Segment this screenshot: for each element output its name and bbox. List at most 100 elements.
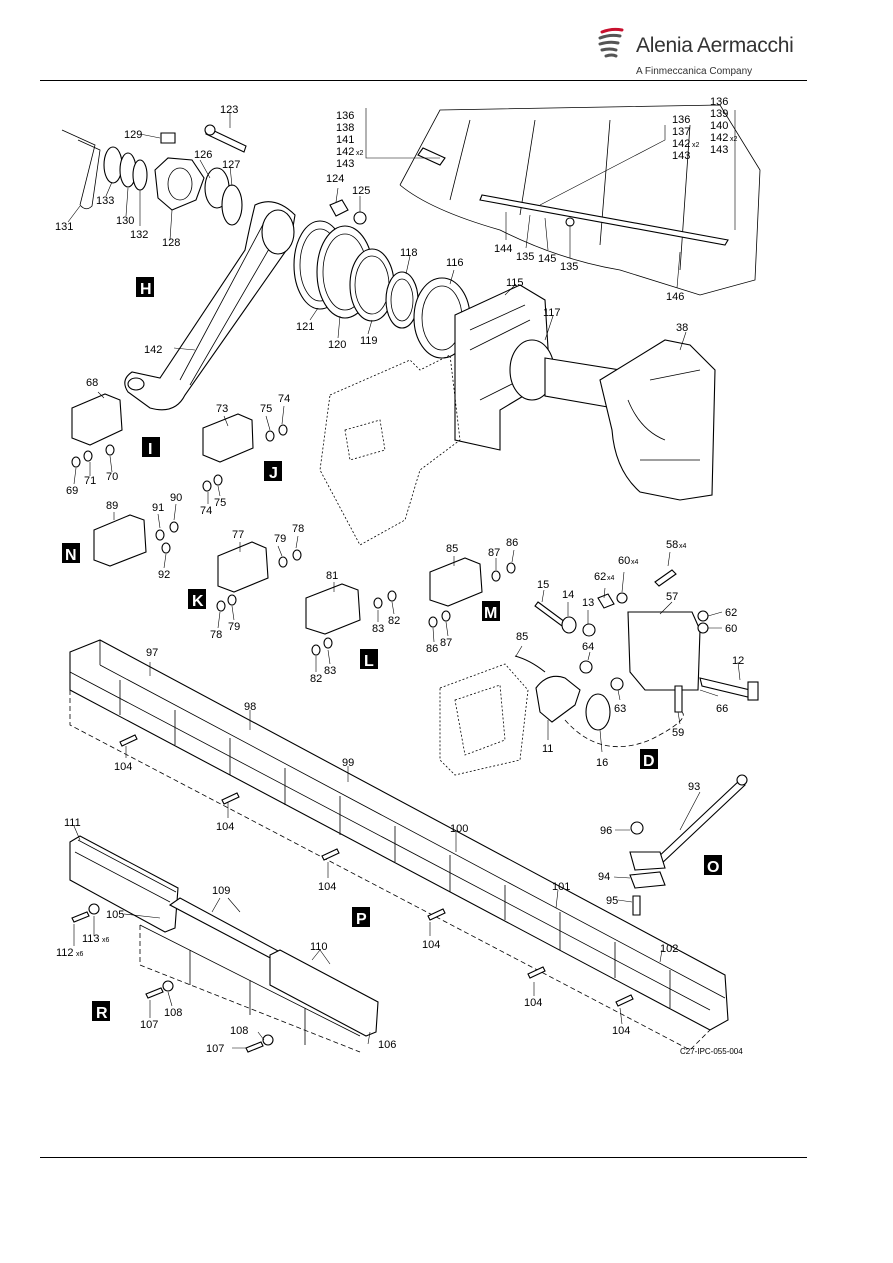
callout-96: 96 (600, 825, 612, 837)
callout-74a: 74 (278, 393, 290, 405)
bolt-15 (534, 601, 566, 627)
svg-text:P: P (356, 911, 367, 928)
rib-outline (439, 663, 529, 776)
callout-127: 127 (222, 159, 240, 171)
footer-rule (40, 1157, 807, 1158)
screw-95 (632, 895, 641, 916)
bracket-bolts (71, 424, 516, 656)
callout-104d: 104 (422, 939, 440, 951)
callout-124: 124 (326, 173, 344, 185)
callout-115: 115 (506, 277, 524, 289)
tag-n: N (62, 543, 80, 564)
detail-d-assembly (439, 569, 759, 776)
callout-60a-qty: x4 (631, 559, 639, 566)
tag-r: R (92, 1001, 110, 1022)
callout-16: 16 (596, 757, 608, 769)
svg-text:L: L (364, 653, 374, 670)
callout-97: 97 (146, 647, 158, 659)
wing-control-run (399, 104, 761, 296)
rod-146 (479, 194, 729, 246)
callout-68: 68 (86, 377, 98, 389)
tag-i: I (142, 437, 160, 458)
strip-109 (168, 897, 281, 963)
callout-112-qty: x6 (76, 951, 84, 958)
callout-11: 11 (542, 743, 553, 755)
callout-123: 123 (220, 104, 238, 116)
bracket-77 (217, 541, 269, 593)
bracket-details (71, 393, 516, 656)
callout-79a: 79 (274, 533, 286, 545)
logo-mark-icon (598, 27, 624, 58)
callout-111: 111 (64, 817, 81, 829)
callout-group2-137: 137 (672, 126, 690, 138)
bracket-81 (305, 583, 361, 635)
callout-38: 38 (676, 322, 688, 334)
callout-118: 118 (400, 247, 418, 259)
nut-124 (329, 199, 349, 217)
callout-73: 73 (216, 403, 228, 415)
callout-12: 12 (732, 655, 744, 667)
bonding-strap-85 (514, 655, 546, 673)
callout-78b: 78 (210, 629, 222, 641)
washer-13 (582, 623, 596, 637)
callout-69: 69 (66, 485, 78, 497)
washer-63 (610, 677, 624, 691)
ring-127 (221, 184, 243, 226)
detail-p-channel (69, 639, 729, 1051)
callout-104b: 104 (216, 821, 234, 833)
bracket-94 (629, 851, 666, 871)
callout-85a: 85 (446, 543, 458, 555)
callout-109: 109 (212, 885, 230, 897)
bracket-68 (71, 393, 123, 446)
callout-14: 14 (562, 589, 574, 601)
callout-121: 121 (296, 321, 314, 333)
tag-j: J (264, 461, 282, 482)
callout-74b: 74 (200, 505, 212, 517)
callout-group2-136: 136 (672, 114, 690, 126)
callout-102: 102 (660, 943, 678, 955)
tag-p: P (352, 907, 370, 928)
callout-15: 15 (537, 579, 549, 591)
channel-ribs (119, 680, 671, 1008)
header-rule (40, 80, 807, 81)
callout-group3-143: 143 (710, 144, 728, 156)
callout-113: 113 (82, 933, 100, 945)
callout-146: 146 (666, 291, 684, 303)
screw-107b (245, 1041, 264, 1053)
screw-58 (654, 569, 677, 587)
svg-text:D: D (643, 753, 655, 770)
svg-text:I: I (148, 441, 152, 458)
callout-120: 120 (328, 339, 346, 351)
callout-119: 119 (360, 335, 378, 347)
svg-text:H: H (140, 281, 152, 298)
callout-90: 90 (170, 492, 182, 504)
callout-85b: 85 (516, 631, 528, 643)
bracket-85 (429, 557, 483, 607)
brand-name: Alenia Aermacchi (636, 34, 794, 57)
callout-71: 71 (84, 475, 96, 487)
tag-d: D (640, 749, 658, 770)
housing-assembly (319, 284, 716, 546)
callout-126: 126 (194, 149, 212, 161)
tag-m: M (482, 601, 500, 622)
callout-89: 89 (106, 500, 118, 512)
callout-117: 117 (543, 307, 561, 319)
callout-107a: 107 (140, 1019, 158, 1031)
callout-104e: 104 (524, 997, 542, 1009)
callout-83b: 83 (324, 665, 336, 677)
callout-108a: 108 (164, 1007, 182, 1019)
callout-70: 70 (106, 471, 118, 483)
callout-81: 81 (326, 570, 338, 582)
callout-62a-qty: x4 (607, 575, 615, 582)
support-bracket-outline (319, 354, 461, 546)
callout-group3-142-qty: x2 (730, 136, 738, 143)
callout-128: 128 (162, 237, 180, 249)
callout-group1-138: 138 (336, 122, 354, 134)
callout-104f: 104 (612, 1025, 630, 1037)
callout-75a: 75 (260, 403, 272, 415)
nut-62 (597, 593, 615, 609)
callout-107b: 107 (206, 1043, 224, 1055)
washer-108b (262, 1034, 274, 1046)
callout-144: 144 (494, 243, 512, 255)
nut-128 (154, 157, 205, 211)
